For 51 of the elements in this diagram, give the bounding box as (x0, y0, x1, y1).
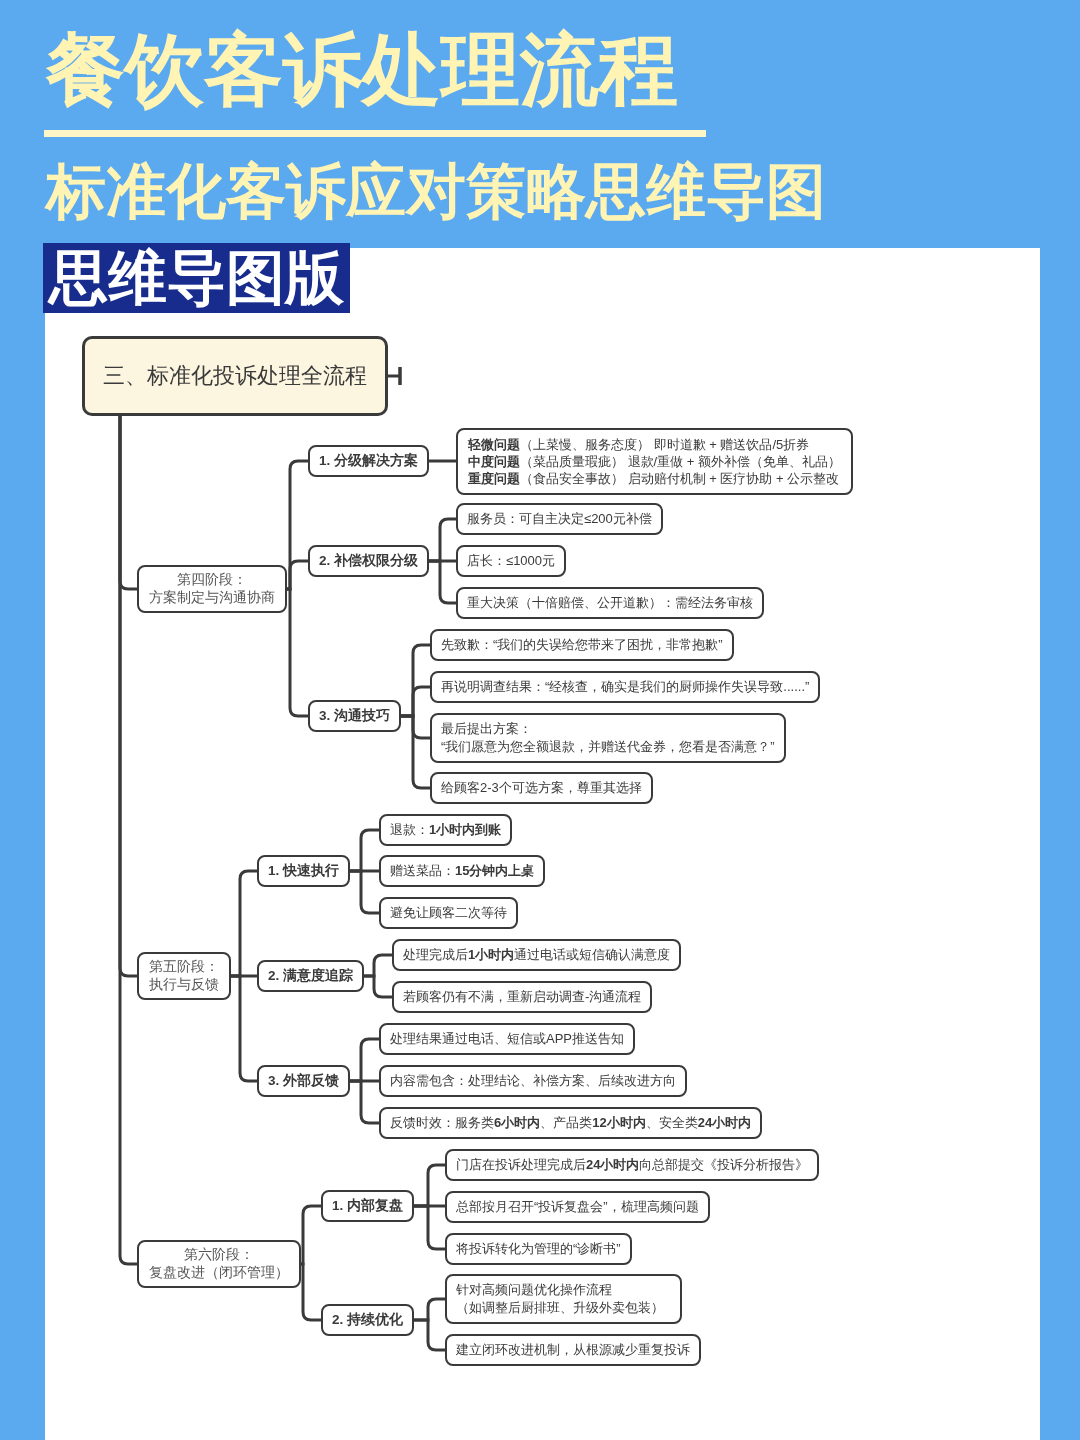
detail-box: 处理完成后1小时内通过电话或短信确认满意度 (392, 939, 682, 971)
topic-box: 2. 补偿权限分级 (308, 545, 429, 577)
connector (350, 1079, 379, 1125)
title: 餐饮客诉处理流程 (46, 24, 678, 116)
topic-box: 1. 分级解决方案 (308, 445, 429, 477)
detail-box: 针对高频问题优化操作流程（如调整后厨排班、升级外卖包装） (445, 1274, 682, 1324)
stage-box: 第四阶段： 方案制定与沟通协商 (137, 565, 287, 613)
connector (414, 1318, 445, 1352)
banner: 思维导图版 (43, 243, 350, 313)
topic-box: 1. 快速执行 (257, 855, 350, 887)
topic-box: 2. 持续优化 (321, 1304, 414, 1336)
detail-box: 将投诉转化为管理的“诊断书” (445, 1233, 632, 1265)
stage-box: 第六阶段： 复盘改进（闭环管理） (137, 1240, 301, 1288)
detail-box: 先致歉：“我们的失误给您带来了困扰，非常抱歉” (430, 629, 734, 661)
connector (401, 714, 430, 790)
connector (300, 1204, 321, 1266)
stub-line (388, 365, 402, 387)
root-box: 三、标准化投诉处理全流程 (82, 336, 388, 416)
detail-box: 轻微问题（上菜慢、服务态度） 即时道歉 + 赠送饮品/5折券 中度问题（菜品质量瑕疵） 退款/重做 + 额外补偿（免单、礼品） 重度问题（食品安全事故） 启动赔付机制 + 医疗协助 + 公示整改 (456, 428, 854, 495)
detail-box: 总部按月召开“投诉复盘会”，梳理高频问题 (445, 1191, 710, 1223)
connector (287, 559, 308, 591)
detail-box: 内容需包含：处理结论、补偿方案、后续改进方向 (379, 1065, 687, 1097)
detail-box: 退款：1小时内到账 (379, 814, 513, 846)
detail-box: 建立闭环改进机制，从根源减少重复投诉 (445, 1334, 701, 1366)
topic-box: 2. 满意度追踪 (257, 960, 364, 992)
detail-box: 门店在投诉处理完成后24小时内向总部提交《投诉分析报告》 (445, 1149, 820, 1181)
detail-box: 重大决策（十倍赔偿、公开道歉）：需经法务审核 (456, 587, 764, 619)
detail-box: 避免让顾客二次等待 (379, 897, 518, 929)
subtitle: 标准化客诉应对策略思维导图 (46, 157, 826, 227)
stage-box: 第五阶段： 执行与反馈 (137, 952, 231, 1000)
detail-box: 赠送菜品：15分钟内上桌 (379, 855, 546, 887)
connector (300, 1262, 321, 1322)
topic-box: 3. 外部反馈 (257, 1065, 350, 1097)
detail-box: 最后提出方案： “我们愿意为您全额退款，并赠送代金券，您看是否满意？” (430, 713, 786, 763)
connector (429, 459, 456, 463)
connector (350, 869, 379, 915)
detail-box: 服务员：可自主决定≤200元补偿 (456, 503, 663, 535)
connector (414, 1204, 445, 1251)
detail-box: 给顾客2-3个可选方案，尊重其选择 (430, 772, 653, 804)
connector (364, 974, 392, 999)
topic-box: 3. 沟通技巧 (308, 700, 401, 732)
detail-box: 处理结果通过电话、短信或APP推送告知 (379, 1023, 635, 1055)
detail-box: 再说明调查结果：“经核查，确实是我们的厨师操作失误导致......” (430, 671, 821, 703)
detail-box: 反馈时效：服务类6小时内、产品类12小时内、安全类24小时内 (379, 1107, 763, 1139)
topic-box: 1. 内部复盘 (321, 1190, 414, 1222)
connector (429, 559, 456, 605)
detail-box: 若顾客仍有不满，重新启动调查-沟通流程 (392, 981, 653, 1013)
connector (118, 416, 137, 1266)
connector (287, 587, 308, 718)
detail-box: 店长：≤1000元 (456, 545, 567, 577)
connector (231, 974, 257, 1083)
